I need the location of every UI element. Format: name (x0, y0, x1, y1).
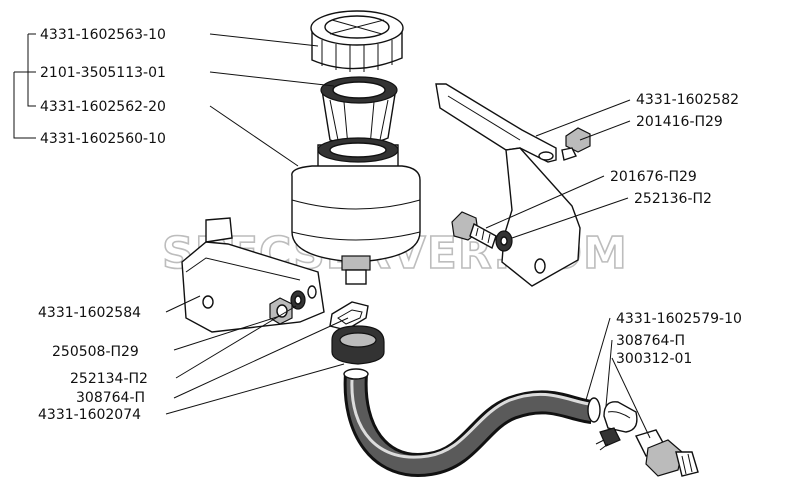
leader-lines (13, 33, 651, 439)
label-bracket-right: 4331-1602582 (636, 92, 739, 108)
label-bracket-left: 4331-1602584 (38, 305, 141, 321)
label-filter: 2101-3505113-01 (40, 65, 166, 81)
gasket-and-clamp (329, 301, 385, 365)
label-nut-left: 250508-П29 (52, 344, 139, 360)
label-hose: 4331-1602074 (38, 407, 141, 423)
filter-strainer (320, 76, 398, 147)
label-reservoir-assembly: 4331-1602560-10 (40, 131, 166, 147)
reservoir-cap (310, 10, 404, 72)
label-washer-right: 252136-П2 (634, 191, 712, 207)
label-bolt-mid: 201676-П29 (610, 169, 697, 185)
right-bracket (435, 83, 581, 287)
label-washer-left: 252134-П2 (70, 371, 148, 387)
label-hose-end: 4331-1602579-10 (616, 311, 742, 327)
hose (343, 368, 601, 477)
part-labels: 4331-1602563-10 2101-3505113-01 4331-160… (38, 27, 742, 423)
hose-fitting (635, 429, 699, 477)
label-clamp-bottom: 308764-П (616, 333, 685, 349)
right-washer (495, 230, 513, 252)
label-cap: 4331-1602563-10 (40, 27, 166, 43)
label-reservoir-body: 4331-1602562-20 (40, 99, 166, 115)
label-bolt-top: 201416-П29 (636, 114, 723, 130)
bottom-clamp (595, 401, 638, 451)
reservoir-body (291, 137, 421, 285)
label-clamp-top: 308764-П (76, 390, 145, 406)
middle-bolt (451, 211, 497, 250)
top-bolt (561, 127, 591, 161)
label-fitting: 300312-01 (616, 351, 692, 367)
